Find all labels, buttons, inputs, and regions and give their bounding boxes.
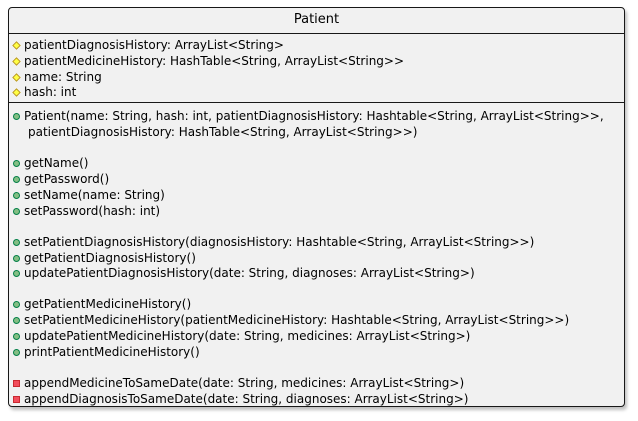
protected-visibility-icon bbox=[12, 73, 21, 82]
header-divider bbox=[9, 33, 624, 34]
public-visibility-icon bbox=[13, 176, 20, 183]
fields-divider bbox=[9, 102, 624, 103]
protected-visibility-icon bbox=[12, 41, 21, 50]
method-set-password: setPassword(hash: int) bbox=[13, 203, 160, 219]
protected-visibility-icon bbox=[12, 88, 21, 97]
method-update-patient-diagnosis-history: updatePatientDiagnosisHistory(date: Stri… bbox=[13, 265, 475, 281]
method-get-patient-medicine-history: getPatientMedicineHistory() bbox=[13, 296, 191, 312]
field-patient-diagnosis-history: patientDiagnosisHistory: ArrayList<Strin… bbox=[12, 37, 284, 53]
field-hash: hash: int bbox=[12, 84, 76, 100]
public-visibility-icon bbox=[13, 301, 20, 308]
method-get-name: getName() bbox=[13, 155, 88, 171]
public-visibility-icon bbox=[13, 333, 20, 340]
protected-visibility-icon bbox=[12, 57, 21, 66]
method-get-password: getPassword() bbox=[13, 171, 109, 187]
method-set-patient-medicine-history: setPatientMedicineHistory(patientMedicin… bbox=[13, 312, 569, 328]
public-visibility-icon bbox=[13, 113, 20, 120]
constructor-line-2: patientDiagnosisHistory: HashTable<Strin… bbox=[28, 125, 418, 139]
private-visibility-icon bbox=[13, 380, 20, 387]
method-set-patient-diagnosis-history: setPatientDiagnosisHistory(diagnosisHist… bbox=[13, 234, 534, 250]
method-print-patient-medicine-history: printPatientMedicineHistory() bbox=[13, 344, 200, 360]
public-visibility-icon bbox=[13, 239, 20, 246]
method-append-medicine-to-same-date: appendMedicineToSameDate(date: String, m… bbox=[13, 375, 464, 391]
public-visibility-icon bbox=[13, 208, 20, 215]
field-patient-medicine-history: patientMedicineHistory: HashTable<String… bbox=[12, 53, 404, 69]
private-visibility-icon bbox=[13, 396, 20, 403]
constructor-line-1: Patient(name: String, hash: int, patient… bbox=[13, 108, 604, 124]
class-box-patient: Patient patientDiagnosisHistory: ArrayLi… bbox=[8, 7, 625, 407]
method-set-name: setName(name: String) bbox=[13, 187, 165, 203]
public-visibility-icon bbox=[13, 255, 20, 262]
method-get-patient-diagnosis-history: getPatientDiagnosisHistory() bbox=[13, 250, 196, 266]
method-update-patient-medicine-history: updatePatientMedicineHistory(date: Strin… bbox=[13, 328, 470, 344]
field-name: name: String bbox=[12, 69, 102, 85]
public-visibility-icon bbox=[13, 270, 20, 277]
method-append-diagnosis-to-same-date: appendDiagnosisToSameDate(date: String, … bbox=[13, 391, 468, 407]
public-visibility-icon bbox=[13, 349, 20, 356]
class-name: Patient bbox=[293, 12, 340, 27]
public-visibility-icon bbox=[13, 160, 20, 167]
public-visibility-icon bbox=[13, 317, 20, 324]
public-visibility-icon bbox=[13, 192, 20, 199]
